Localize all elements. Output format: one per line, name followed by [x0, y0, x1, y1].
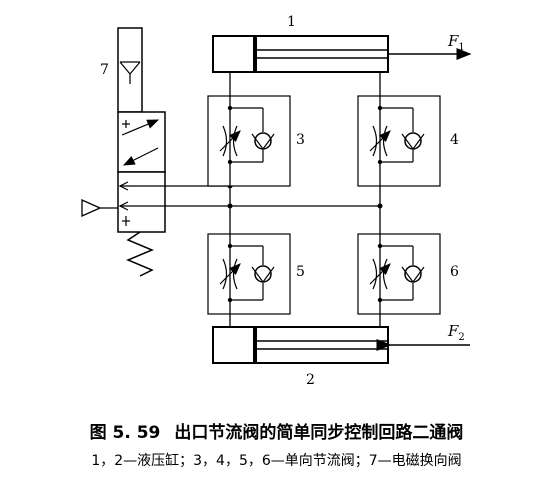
- label-valve-4: 4: [450, 132, 459, 148]
- hydraulic-cylinder-1: [212, 35, 472, 73]
- label-valve-3: 3: [296, 132, 305, 148]
- solenoid-directional-valve-7: [81, 27, 166, 277]
- throttle-check-valve-6: [357, 233, 441, 315]
- force-f2: F2: [447, 322, 465, 343]
- label-valve-6: 6: [450, 264, 459, 280]
- figure-number: 图 5. 59: [89, 423, 161, 443]
- hydraulic-circuit-diagram: 1 F1 2 F2: [81, 14, 472, 388]
- label-cylinder-1: 1: [287, 14, 296, 30]
- label-valve-7: 7: [100, 62, 109, 78]
- label-valve-5: 5: [296, 264, 305, 280]
- throttle-check-valve-4: [357, 95, 441, 187]
- force-f1: F1: [447, 32, 465, 53]
- figure-legend: 1，2—液压缸；3，4，5，6—单向节流阀；7—电磁换向阀: [91, 453, 462, 469]
- label-cylinder-2: 2: [306, 372, 315, 388]
- hydraulic-cylinder-2: [212, 326, 470, 364]
- throttle-check-valve-5: [207, 233, 291, 315]
- figure-caption-title: 图 5. 59 出口节流阀的简单同步控制回路二通阀: [0, 418, 553, 443]
- throttle-check-valve-3: [207, 95, 291, 187]
- figure-title: 出口节流阀的简单同步控制回路二通阀: [174, 423, 464, 443]
